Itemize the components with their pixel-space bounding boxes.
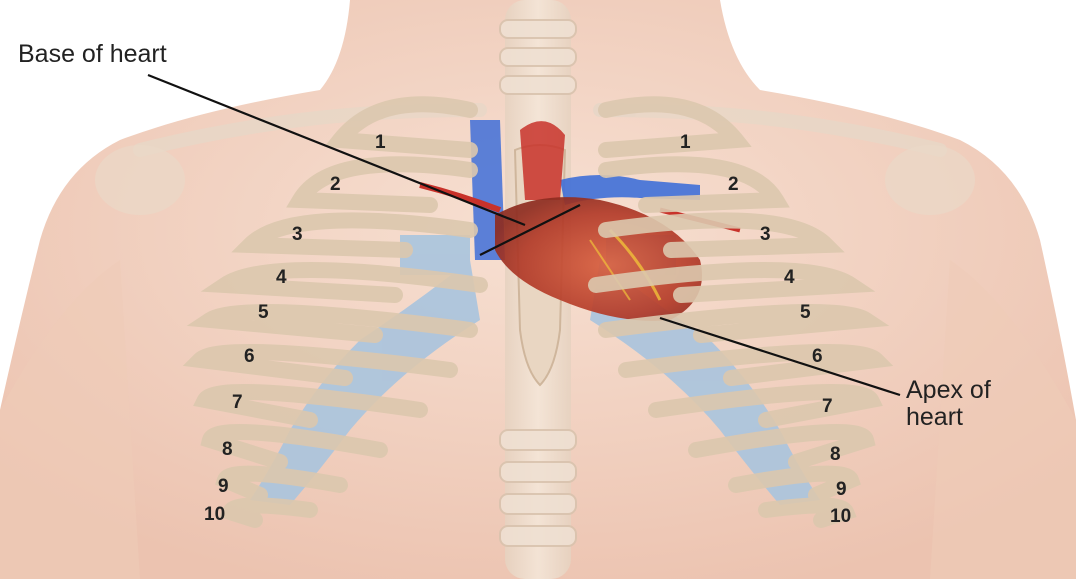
rib-label-left-1: 1 <box>375 132 386 153</box>
rib-label-right-9: 9 <box>836 479 847 500</box>
rib-label-right-5: 5 <box>800 302 811 323</box>
rib-label-right-7: 7 <box>822 396 833 417</box>
rib-label-left-6: 6 <box>244 346 255 367</box>
apex-of-heart-label-line2: heart <box>906 403 963 431</box>
rib-label-left-9: 9 <box>218 476 229 497</box>
rib-label-right-6: 6 <box>812 346 823 367</box>
rib-label-right-4: 4 <box>784 267 795 288</box>
rib-label-left-2: 2 <box>330 174 341 195</box>
base-of-heart-label: Base of heart <box>18 40 167 68</box>
rib-label-right-10: 10 <box>830 506 851 527</box>
rib-label-left-4: 4 <box>276 267 287 288</box>
rib-label-right-8: 8 <box>830 444 841 465</box>
rib-label-left-8: 8 <box>222 439 233 460</box>
rib-label-left-5: 5 <box>258 302 269 323</box>
rib-label-right-3: 3 <box>760 224 771 245</box>
rib-label-left-10: 10 <box>204 504 225 525</box>
rib-label-left-3: 3 <box>292 224 303 245</box>
rib-label-right-2: 2 <box>728 174 739 195</box>
apex-of-heart-label-line1: Apex of <box>906 376 991 404</box>
rib-label-right-1: 1 <box>680 132 691 153</box>
rib-label-left-7: 7 <box>232 392 243 413</box>
